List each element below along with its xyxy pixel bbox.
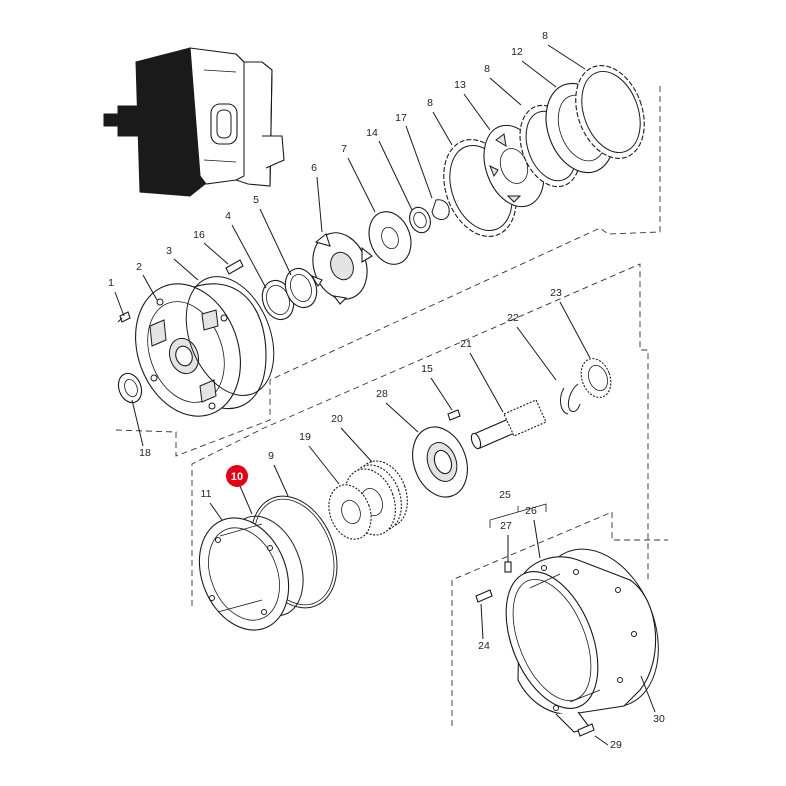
callout-label-c28[interactable]: 28 [376, 388, 388, 400]
leader-line-c1 [114, 291, 125, 317]
callout-label-c8c[interactable]: 8 [542, 30, 548, 42]
part-5-ring[interactable] [280, 264, 322, 312]
leader-line-c8c [547, 44, 586, 70]
callout-label-c27[interactable]: 27 [500, 520, 512, 532]
leader-line-c7 [347, 157, 376, 213]
leader-line-c9 [273, 464, 289, 497]
callout-label-c7[interactable]: 7 [341, 143, 347, 155]
callout-label-c18[interactable]: 18 [139, 447, 151, 459]
leader-line-c8a [432, 111, 453, 146]
callout-label-c12[interactable]: 12 [511, 46, 523, 58]
callout-label-c16[interactable]: 16 [193, 229, 205, 241]
part-26-housing[interactable] [488, 556, 657, 733]
part-16-dowel[interactable] [225, 259, 244, 275]
leader-line-c20 [340, 427, 373, 463]
callout-label-c13[interactable]: 13 [454, 79, 466, 91]
callout-label-c24[interactable]: 24 [478, 640, 490, 652]
leader-line-c18 [131, 399, 144, 447]
leader-line-c23 [559, 301, 591, 359]
callout-label-c26[interactable]: 26 [525, 505, 537, 517]
motor-assembly[interactable] [103, 47, 285, 197]
part-8c-friction-plate[interactable] [564, 56, 657, 168]
leader-line-c21 [469, 352, 504, 413]
part-23-bearing[interactable] [576, 354, 616, 401]
leader-line-c4 [231, 224, 267, 289]
part-15-bolt[interactable] [447, 409, 461, 421]
part-6-carrier[interactable] [304, 225, 376, 307]
leader-line-c30 [640, 675, 656, 713]
part-19-disc[interactable] [322, 479, 379, 545]
part-24-bolt[interactable] [475, 589, 493, 603]
leader-line-c5 [259, 208, 292, 276]
callout-label-c9[interactable]: 9 [268, 450, 274, 462]
callout-label-c21[interactable]: 21 [460, 338, 472, 350]
leader-line-c29 [594, 735, 609, 746]
part-11-ring-housing[interactable] [183, 504, 304, 643]
part-21-shaft[interactable] [470, 399, 547, 450]
highlight-label: 10 [231, 471, 243, 483]
part-14-washer[interactable] [406, 204, 434, 235]
leader-line-c15 [430, 377, 453, 411]
callout-label-c29[interactable]: 29 [610, 739, 622, 751]
callout-label-c6[interactable]: 6 [311, 162, 317, 174]
part-27-pin[interactable] [504, 561, 512, 573]
callout-label-c25[interactable]: 25 [499, 489, 511, 501]
callout-label-c3[interactable]: 3 [166, 245, 172, 257]
callout-label-c19[interactable]: 19 [299, 431, 311, 443]
callout-label-c8b[interactable]: 8 [484, 63, 490, 75]
leader-line-c3 [173, 258, 199, 281]
highlight-badge [226, 465, 248, 487]
middle-group-boundary [191, 263, 649, 606]
leader-line-c13 [463, 93, 491, 131]
leader-line-c12 [521, 60, 557, 88]
leader-line-c11 [209, 502, 223, 521]
callout-label-c1[interactable]: 1 [108, 277, 114, 289]
leader-line-c6 [316, 176, 323, 233]
callout-label-c2[interactable]: 2 [136, 261, 142, 273]
leader-line-c28 [385, 402, 419, 433]
callout-label-c8a[interactable]: 8 [427, 97, 433, 109]
part-29-bolt[interactable] [577, 723, 595, 737]
callout-label-c5[interactable]: 5 [253, 194, 259, 206]
leader-line-c8b [489, 77, 522, 106]
callout-label-c20[interactable]: 20 [331, 413, 343, 425]
part-18-seal[interactable] [115, 370, 146, 406]
leader-line-c14 [378, 140, 413, 211]
callout-label-c11[interactable]: 11 [201, 488, 212, 500]
callout-label-c23[interactable]: 23 [550, 287, 562, 299]
leader-line-c19 [308, 445, 340, 485]
callout-label-c4[interactable]: 4 [225, 210, 231, 222]
part-17-snap-ring[interactable] [431, 199, 450, 220]
callout-label-c15[interactable]: 15 [421, 363, 433, 375]
upper-group-boundary [115, 82, 661, 457]
part-3-oring[interactable] [170, 264, 291, 409]
leader-line-c16 [203, 242, 229, 265]
callout-label-c14[interactable]: 14 [366, 127, 378, 139]
leader-line-c26 [533, 519, 541, 559]
part-22-snap-ring[interactable] [560, 383, 581, 415]
callout-label-c22[interactable]: 22 [507, 312, 519, 324]
group-25-bracket [489, 503, 547, 528]
leader-line-c2 [142, 274, 158, 301]
leader-line-c17 [405, 125, 433, 199]
part-1-bolt[interactable] [117, 311, 131, 323]
callout-label-c30[interactable]: 30 [653, 713, 665, 725]
part-7-disc[interactable] [362, 206, 418, 270]
part-28-cover[interactable] [403, 419, 476, 504]
leader-line-c24 [480, 603, 484, 640]
highlight-callout-10[interactable]: 10 [226, 465, 253, 515]
leader-line-c22 [516, 326, 557, 381]
callout-label-c17[interactable]: 17 [395, 112, 407, 124]
